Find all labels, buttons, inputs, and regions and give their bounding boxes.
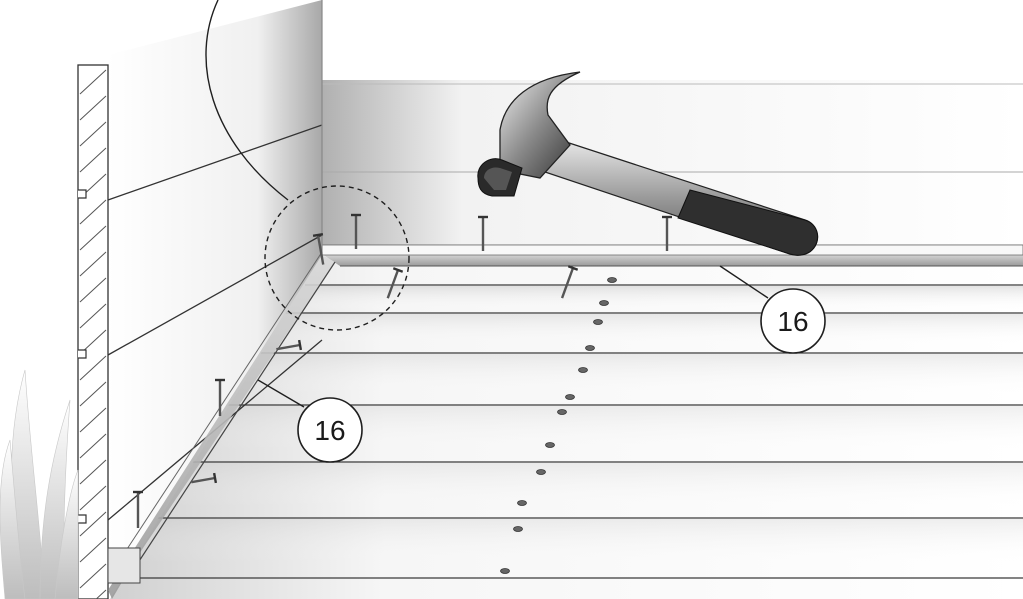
callout-left-circle <box>297 397 363 463</box>
floor-plank-lines <box>110 284 1023 579</box>
hatch-line <box>79 407 107 433</box>
nail-icon <box>312 232 325 265</box>
callout-leaders <box>257 265 769 408</box>
hatch-line <box>79 199 107 225</box>
nail-hole <box>593 319 603 325</box>
hatch-line <box>79 433 107 459</box>
nail-hole <box>536 469 546 475</box>
nails <box>133 213 672 528</box>
hatch-line <box>95 589 107 599</box>
back-wall <box>322 80 1023 255</box>
nail-icon <box>215 378 225 416</box>
nail-hole <box>565 394 575 400</box>
nail-icon <box>560 265 579 299</box>
nail-hole <box>500 568 510 574</box>
nail-icon <box>191 472 218 484</box>
hatch-line <box>79 225 107 251</box>
hatch-line <box>79 69 107 95</box>
detail-circle-icon <box>205 0 410 331</box>
nail-icon <box>662 215 672 251</box>
side-spacer-strip <box>107 251 336 599</box>
callout-right-circle <box>760 288 826 354</box>
callout-right: 16 <box>760 288 826 354</box>
nail-icon <box>276 339 303 351</box>
hatch-line <box>79 303 107 329</box>
nail-icon <box>351 213 361 249</box>
nail-hole <box>557 409 567 415</box>
hatch-line <box>79 563 107 589</box>
nail-hole <box>599 300 609 306</box>
nail-holes <box>500 277 617 574</box>
hatch-line <box>79 251 107 277</box>
wall-section-hatching <box>79 69 107 599</box>
hatch-line <box>79 95 107 121</box>
nail-icon <box>386 267 404 299</box>
callout-left-label: 16 <box>314 415 345 446</box>
callout-right-label: 16 <box>777 306 808 337</box>
hatch-line <box>79 381 107 407</box>
nail-icon <box>478 215 488 251</box>
nail-hole <box>585 345 595 351</box>
back-spacer-strip <box>321 244 1023 267</box>
hatch-line <box>79 121 107 147</box>
hatch-line <box>79 355 107 381</box>
nail-hole <box>578 367 588 373</box>
hatch-line <box>79 147 107 173</box>
left-wall <box>77 0 323 599</box>
nail-hole <box>607 277 617 283</box>
nail-icon <box>133 490 143 528</box>
hatch-line <box>79 277 107 303</box>
nail-hole <box>517 500 527 506</box>
callout-left: 16 <box>297 397 363 463</box>
nail-hole <box>545 442 555 448</box>
hatch-line <box>79 537 107 563</box>
hatch-line <box>79 511 107 537</box>
hammer-icon <box>477 71 819 256</box>
nail-hole <box>513 526 523 532</box>
grass-icon <box>0 369 79 599</box>
hatch-line <box>79 459 107 485</box>
hatch-line <box>79 485 107 511</box>
